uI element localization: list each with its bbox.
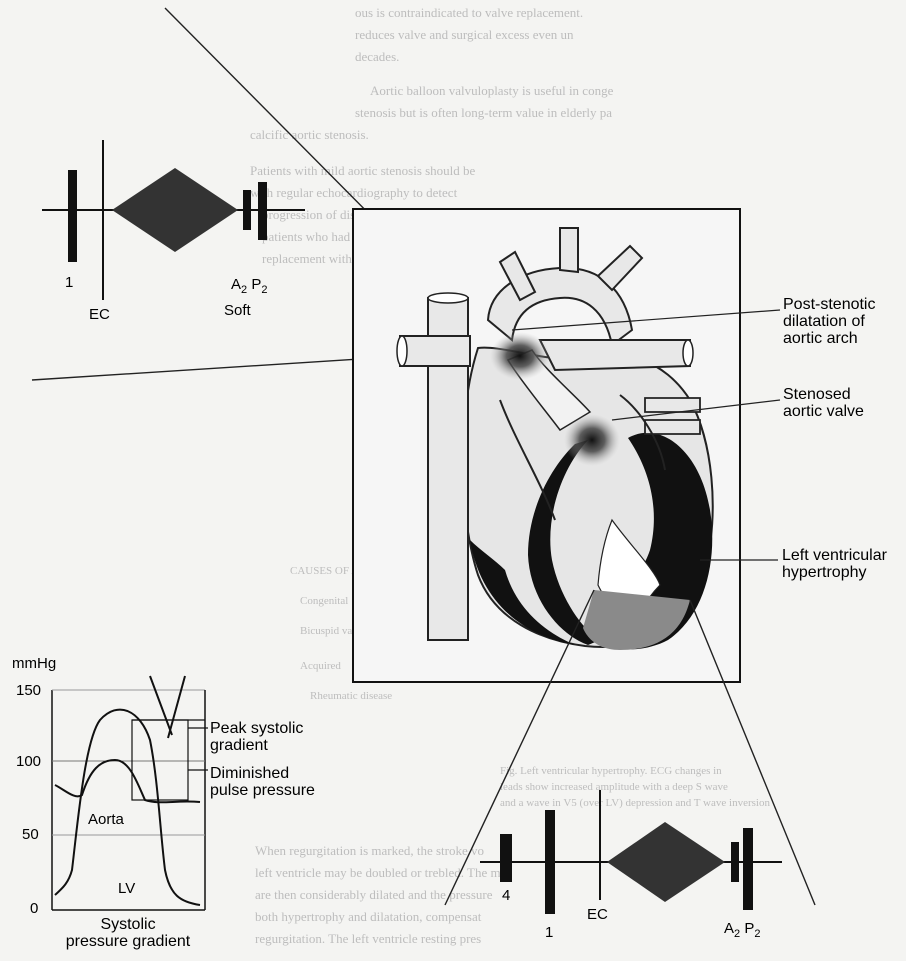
tick-100: 100	[16, 753, 41, 770]
systolic-murmur-diamond	[607, 822, 725, 902]
label-line: Systolic	[58, 916, 198, 933]
aorta-pressure-curve	[55, 760, 200, 802]
bottom-phonocardiogram	[480, 790, 782, 914]
chart-caption: Systolic pressure gradient	[58, 916, 198, 950]
ec-label: EC	[587, 906, 608, 923]
tick-150: 150	[16, 682, 41, 699]
a2p2-label: A2 P2	[231, 276, 267, 295]
a2-subscript: 2	[734, 928, 740, 940]
lv-label: LV	[118, 880, 135, 897]
label-line: Post-stenotic	[783, 296, 875, 313]
pressure-gradient-chart	[52, 676, 208, 910]
p2-subscript: 2	[261, 284, 267, 296]
label-line: hypertrophy	[782, 564, 887, 581]
label-line: Diminished	[210, 765, 315, 782]
unit-label: mmHg	[12, 655, 56, 672]
label-line: Peak systolic	[210, 720, 303, 737]
s1-label: 1	[545, 924, 553, 941]
pulse-pressure-label: Diminished pulse pressure	[210, 765, 315, 799]
a2-letter: A	[231, 276, 241, 293]
p2-letter: P	[251, 276, 261, 293]
label-line: aortic valve	[783, 403, 864, 420]
aorta-label: Aorta	[88, 811, 124, 828]
s1-sound-bar	[545, 810, 555, 914]
a2-subscript: 2	[241, 284, 247, 296]
s1-sound-bar	[68, 170, 77, 262]
systolic-murmur-diamond	[112, 168, 238, 252]
stenosed-valve-label: Stenosed aortic valve	[783, 386, 864, 420]
tick-50: 50	[22, 826, 39, 843]
a2-letter: A	[724, 920, 734, 937]
label-line: aortic arch	[783, 330, 875, 347]
s4-sound-bar	[500, 834, 512, 882]
a2p2-label: A2 P2	[724, 920, 760, 939]
p2-letter: P	[744, 920, 754, 937]
ec-label: EC	[89, 306, 110, 323]
a2-sound-bar	[731, 842, 739, 882]
label-line: gradient	[210, 737, 303, 754]
label-line: pressure gradient	[58, 933, 198, 950]
label-line: pulse pressure	[210, 782, 315, 799]
p2-sound-bar	[743, 828, 753, 910]
post-stenotic-label: Post-stenotic dilatation of aortic arch	[783, 296, 875, 347]
label-line: dilatation of	[783, 313, 875, 330]
lv-hypertrophy-label: Left ventricular hypertrophy	[782, 547, 887, 581]
s4-label: 4	[502, 887, 510, 904]
peak-gradient-label: Peak systolic gradient	[210, 720, 303, 754]
lv-pressure-curve	[55, 710, 200, 905]
label-line: Left ventricular	[782, 547, 887, 564]
a2-sound-bar	[243, 190, 251, 230]
p2-sound-bar	[258, 182, 267, 240]
label-line: Stenosed	[783, 386, 864, 403]
s1-label: 1	[65, 274, 73, 291]
soft-label: Soft	[224, 302, 251, 319]
tick-0: 0	[30, 900, 38, 917]
p2-subscript: 2	[754, 928, 760, 940]
